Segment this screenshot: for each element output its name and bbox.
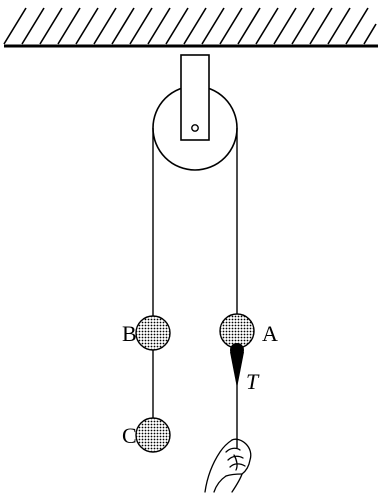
arrow-down-icon xyxy=(230,343,244,388)
hand-icon xyxy=(204,438,252,493)
pulley-axle xyxy=(191,124,199,132)
hatched-ceiling-icon xyxy=(3,7,378,48)
pulley-icon xyxy=(152,54,238,171)
label-a: A xyxy=(262,321,278,346)
ball-c xyxy=(135,417,171,453)
label-tension: T xyxy=(246,369,260,394)
ball-a xyxy=(219,313,255,349)
ball-b xyxy=(135,315,171,351)
label-c: C xyxy=(122,423,137,448)
label-b: B xyxy=(122,321,137,346)
